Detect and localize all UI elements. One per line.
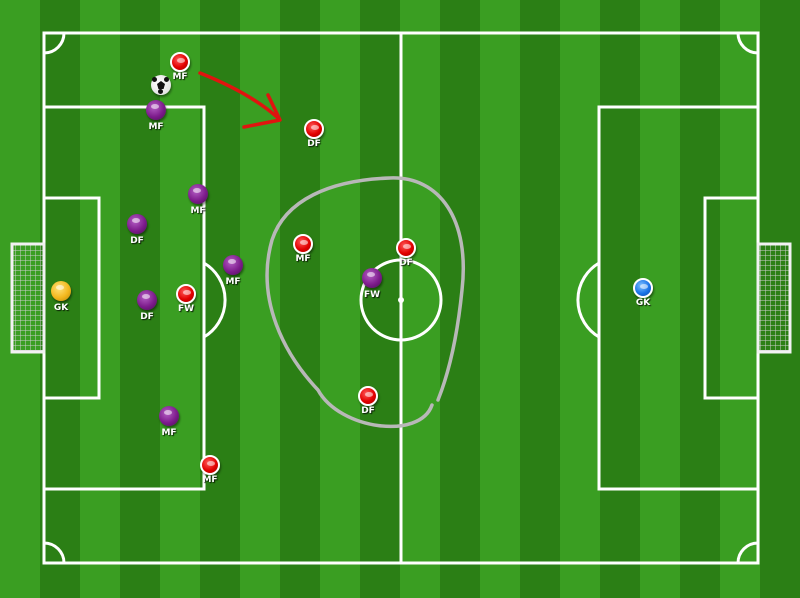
- left-penalty-arc: [203, 261, 227, 339]
- player-marker: [304, 119, 324, 139]
- player-red-df-center[interactable]: DF: [389, 238, 423, 278]
- player-purple-mf-upper[interactable]: MF: [181, 184, 215, 224]
- player-purple-mf-middle[interactable]: MF: [216, 255, 250, 295]
- player-marker: [176, 284, 196, 304]
- player-marker: [51, 281, 71, 301]
- grass-stripe: [720, 0, 760, 598]
- player-role-label: GK: [635, 298, 651, 308]
- right-goal: [756, 242, 792, 354]
- player-role-label: MF: [295, 254, 311, 264]
- grass-stripe: [680, 0, 720, 598]
- player-role-label: DF: [307, 139, 321, 149]
- player-marker: [127, 214, 147, 234]
- player-role-label: MF: [190, 206, 206, 216]
- player-marker: [146, 100, 166, 120]
- player-purple-fw[interactable]: FW: [355, 268, 389, 308]
- player-red-mf-top[interactable]: MF: [163, 52, 197, 92]
- player-role-label: FW: [363, 290, 381, 300]
- player-role-label: GK: [53, 303, 69, 313]
- player-marker: [170, 52, 190, 72]
- player-marker: [159, 406, 179, 426]
- right-penalty-arc: [576, 261, 600, 339]
- player-role-label: FW: [177, 304, 195, 314]
- player-red-df-upper[interactable]: DF: [297, 119, 331, 159]
- player-purple-df-lower[interactable]: DF: [130, 290, 164, 330]
- grass-stripe: [640, 0, 680, 598]
- grass-stripe: [600, 0, 640, 598]
- highlight-loop: [265, 176, 465, 429]
- player-red-mf-bottom[interactable]: MF: [193, 455, 227, 495]
- grass-stripe: [480, 0, 520, 598]
- player-purple-df-upper[interactable]: DF: [120, 214, 154, 254]
- player-red-fw[interactable]: FW: [169, 284, 203, 324]
- player-role-label: MF: [225, 277, 241, 287]
- player-yellow-gk[interactable]: GK: [44, 281, 78, 321]
- player-blue-gk[interactable]: GK: [626, 278, 660, 318]
- corner-arc-top-left: [43, 32, 66, 55]
- player-red-df-lower[interactable]: DF: [351, 386, 385, 426]
- player-marker: [358, 386, 378, 406]
- player-marker: [223, 255, 243, 275]
- center-circle: [359, 258, 443, 342]
- player-role-label: DF: [130, 236, 144, 246]
- player-marker: [200, 455, 220, 475]
- grass-stripe: [320, 0, 360, 598]
- player-marker: [293, 234, 313, 254]
- player-role-label: DF: [361, 406, 375, 416]
- grass-stripe: [400, 0, 440, 598]
- player-purple-mf-top[interactable]: MF: [139, 100, 173, 140]
- center-spot: [398, 297, 404, 303]
- player-role-label: MF: [148, 122, 164, 132]
- player-role-label: DF: [140, 312, 154, 322]
- grass-stripe: [280, 0, 320, 598]
- player-red-mf-center[interactable]: MF: [286, 234, 320, 274]
- corner-arc-bottom-left: [43, 541, 66, 564]
- left-goal: [10, 242, 46, 354]
- grass-stripe: [520, 0, 560, 598]
- corner-arc-top-right: [736, 32, 759, 55]
- player-marker: [137, 290, 157, 310]
- corner-arc-bottom-right: [736, 541, 759, 564]
- player-purple-mf-bottom[interactable]: MF: [152, 406, 186, 446]
- player-role-label: MF: [172, 72, 188, 82]
- player-marker: [188, 184, 208, 204]
- grass-stripe: [360, 0, 400, 598]
- player-marker: [633, 278, 653, 298]
- player-role-label: MF: [161, 428, 177, 438]
- ball[interactable]: [151, 75, 171, 95]
- grass-stripe: [240, 0, 280, 598]
- pass-arrow: [198, 71, 282, 129]
- player-marker: [362, 268, 382, 288]
- grass-stripe: [200, 0, 240, 598]
- player-role-label: MF: [202, 475, 218, 485]
- grass-stripe: [560, 0, 600, 598]
- player-marker: [396, 238, 416, 258]
- player-role-label: DF: [399, 258, 413, 268]
